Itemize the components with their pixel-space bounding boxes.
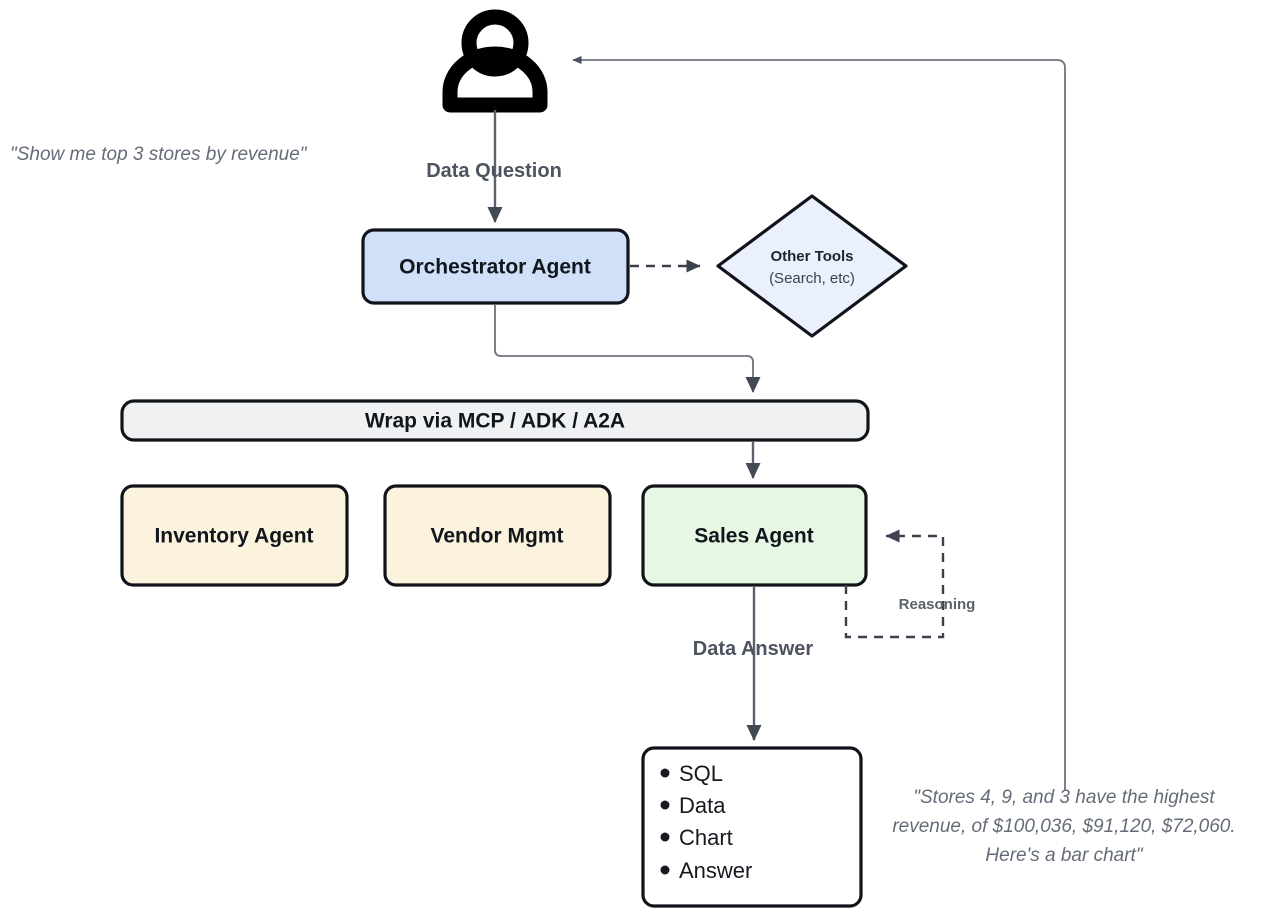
output-item-2: Chart	[679, 825, 733, 850]
quote-answer-line-1: "Stores 4, 9, and 3 have the highest	[913, 787, 1215, 808]
person-icon	[442, 9, 548, 113]
node-label-other-tools: Other Tools	[770, 248, 853, 265]
node-label-inventory-agent: Inventory Agent	[154, 525, 313, 548]
quote-answer-line-2: revenue, of $100,036, $91,120, $72,060.	[892, 816, 1235, 837]
output-item-3: Answer	[679, 858, 752, 883]
node-other-tools[interactable]: Other Tools (Search, etc)	[716, 194, 908, 338]
quote-question: "Show me top 3 stores by revenue"	[10, 144, 308, 165]
node-vendor-mgmt[interactable]: Vendor Mgmt	[383, 484, 612, 587]
node-wrap-layer[interactable]: Wrap via MCP / ADK / A2A	[120, 399, 870, 442]
node-label-orchestrator: Orchestrator Agent	[399, 256, 591, 279]
node-sales-agent[interactable]: Sales Agent	[641, 484, 868, 587]
node-label-sales-agent: Sales Agent	[694, 525, 813, 548]
output-item-1: Data	[679, 793, 726, 818]
bullet-dot-icon	[660, 800, 670, 810]
node-sublabel-other-tools: (Search, etc)	[769, 270, 855, 287]
node-output-artifacts[interactable]: SQL Data Chart Answer	[641, 746, 863, 908]
edge-output-to-user	[572, 56, 1066, 790]
edge-label-reasoning: Reasoning	[899, 596, 976, 613]
node-label-wrap-layer: Wrap via MCP / ADK / A2A	[365, 410, 625, 433]
bullet-dot-icon	[660, 865, 670, 875]
quote-answer-line-3: Here's a bar chart"	[985, 845, 1143, 866]
output-bullet-list: SQL Data Chart Answer	[660, 761, 752, 883]
node-orchestrator-agent[interactable]: Orchestrator Agent	[361, 228, 630, 305]
output-item-0: SQL	[679, 761, 723, 786]
edge-label-data-question: Data Question	[426, 160, 562, 182]
bullet-dot-icon	[660, 768, 670, 778]
edge-label-data-answer: Data Answer	[693, 638, 814, 660]
edge-sales-reasoning-loop	[844, 529, 945, 639]
edge-orchestrator-to-wrap	[494, 305, 761, 393]
node-inventory-agent[interactable]: Inventory Agent	[120, 484, 349, 587]
node-label-vendor-mgmt: Vendor Mgmt	[430, 525, 563, 548]
bullet-dot-icon	[660, 832, 670, 842]
